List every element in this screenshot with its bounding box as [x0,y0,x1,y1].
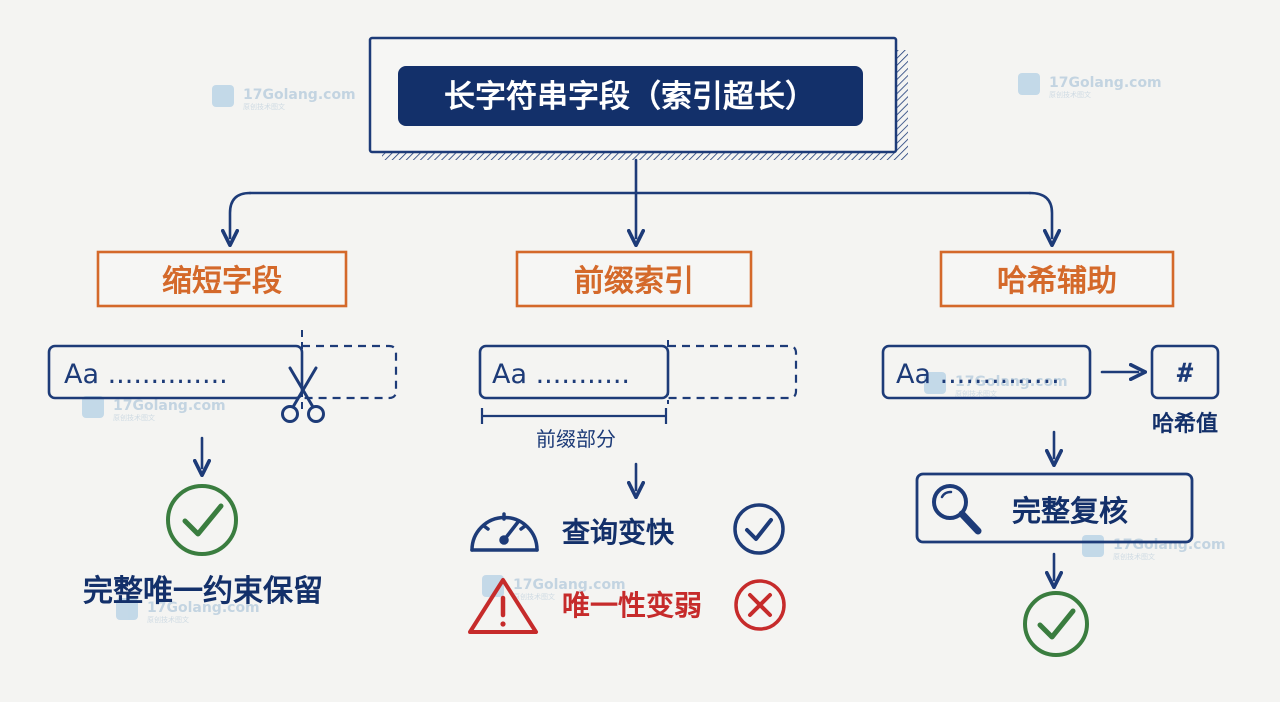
watermark-6: 17Golang.com 原创技术图文 [482,575,626,601]
branch-header-frame [96,250,348,308]
watermark-text: 17Golang.com [1113,537,1226,553]
hash-box [1150,344,1220,400]
branch-label-hash: 哈希辅助 [997,264,1117,299]
field-box-unindexed [668,344,798,400]
branch-header-shorten: 缩短字段 [96,250,348,308]
field-sample-text: Aa ........... [492,359,630,390]
branch-prefix: Aa ........... 前缀部分 查询变快 唯一性变弱 [468,340,798,634]
watermark-text: 17Golang.com [513,577,626,593]
branch-header-frame [515,250,753,308]
page-title: 长字符串字段（索引超长） [444,79,816,115]
title-banner [398,66,863,126]
field-box [881,344,1092,400]
speedometer-icon [470,512,539,552]
watermark-subtext: 原创技术图文 [243,102,285,111]
watermark-text: 17Golang.com [955,374,1068,390]
branch-hash: Aa .............. # 哈希值 完整复核 [881,344,1220,657]
x-circle-icon [734,579,786,631]
verify-box [915,472,1194,544]
connector-left [220,191,252,248]
connector-right [1028,191,1062,248]
branch-header-frame [939,250,1175,308]
watermark-subtext: 原创技术图文 [955,389,997,398]
connector-tree [220,158,1062,248]
branch-header-prefix: 前缀索引 [515,250,753,308]
magnifier-icon [932,484,982,535]
check-circle-icon [1023,591,1089,657]
watermark-subtext: 原创技术图文 [513,592,555,601]
result-label-shorten: 完整唯一约束保留 [83,574,323,609]
watermark-text: 17Golang.com [1049,75,1162,91]
field-box [478,344,670,400]
watermark-subtext: 原创技术图文 [113,413,155,422]
watermark-text: 17Golang.com [113,398,226,414]
watermark-subtext: 原创技术图文 [1113,552,1155,561]
prefix-bracket [480,408,668,424]
watermark-5: 17Golang.com 原创技术图文 [924,372,1068,398]
watermark-3: 17Golang.com 原创技术图文 [1018,73,1162,99]
branch-label-prefix: 前缀索引 [574,264,694,299]
watermark-text: 17Golang.com [243,87,356,103]
watermark-subtext: 原创技术图文 [1049,90,1091,99]
con-label: 唯一性变弱 [562,589,702,622]
watermark-subtext: 原创技术图文 [147,615,189,624]
branch-shorten: Aa .............. 完整唯一约束保留 [47,330,398,609]
watermark-4: 17Golang.com 原创技术图文 [82,396,226,422]
pro-label: 查询变快 [562,516,675,549]
field-box-removed [302,344,398,400]
prefix-label: 前缀部分 [536,427,616,451]
watermark-text: 17Golang.com [147,600,260,616]
scissors-icon [281,366,325,423]
warning-icon [468,578,538,634]
title-box: 长字符串字段（索引超长） [368,36,908,160]
hash-label: 哈希值 [1152,411,1218,437]
branch-label-shorten: 缩短字段 [162,264,282,299]
field-sample-text: Aa .............. [896,359,1060,390]
hash-icon: # [1177,358,1194,389]
check-circle-icon [166,484,238,556]
verify-label: 完整复核 [1012,494,1128,528]
watermark-7: 17Golang.com 原创技术图文 [116,598,260,624]
watermark-1: 17Golang.com 原创技术图文 [212,85,356,111]
field-sample-text: Aa .............. [64,359,228,390]
branch-header-hash: 哈希辅助 [939,250,1175,308]
watermark-8: 17Golang.com 原创技术图文 [1082,535,1226,561]
check-circle-icon [733,503,785,555]
